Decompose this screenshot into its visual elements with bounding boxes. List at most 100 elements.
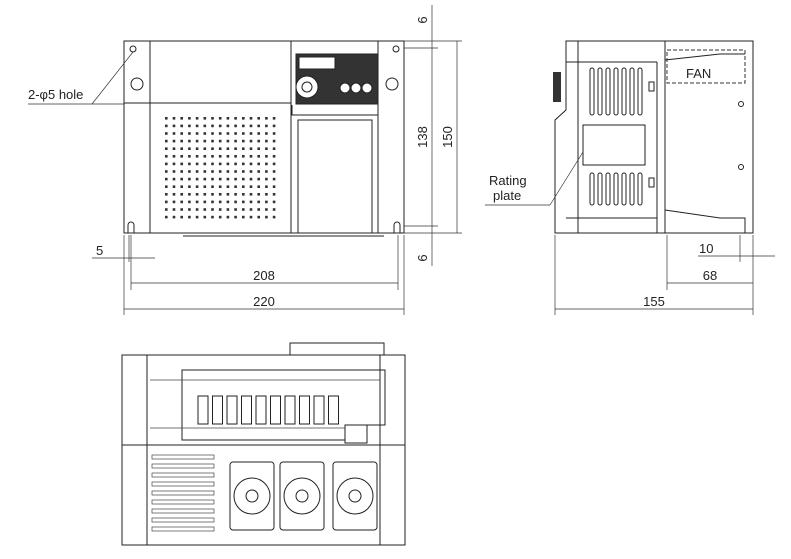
vent-hole <box>195 177 199 181</box>
vent-hole <box>180 124 183 128</box>
vent-hole <box>172 208 176 211</box>
vent-hole <box>265 208 268 211</box>
vent-hole <box>226 155 230 158</box>
terminal <box>226 395 238 425</box>
vent-hole <box>257 177 260 181</box>
vent-hole <box>234 215 237 219</box>
side-view: FAN Rating plate <box>485 40 754 234</box>
vent-hole <box>188 124 191 128</box>
vent-hole <box>180 117 183 120</box>
vent-hole <box>249 139 253 143</box>
dim-width: 220 <box>253 294 275 309</box>
vent-hole <box>272 200 276 204</box>
vent-hole <box>242 177 245 181</box>
vent-hole <box>226 117 230 120</box>
vent-hole <box>203 155 207 158</box>
vent-hole <box>234 117 237 120</box>
vent-hole <box>218 215 222 219</box>
vent-hole <box>203 177 207 181</box>
vent-slat <box>151 481 215 487</box>
vent-hole <box>242 155 245 158</box>
vent-hole <box>226 170 230 173</box>
vent-hole <box>211 155 214 158</box>
vent-hole <box>242 162 245 166</box>
vent-hole <box>180 162 183 166</box>
vent-hole <box>265 147 268 150</box>
vent-hole <box>242 208 245 211</box>
vent-hole <box>180 200 183 204</box>
vent-hole <box>249 177 253 181</box>
fan <box>229 461 275 531</box>
hole-label: 2-φ5 hole <box>28 87 83 102</box>
vent-hole <box>257 215 260 219</box>
vent-hole <box>180 139 183 143</box>
vent-hole <box>257 155 260 158</box>
vent-hole <box>226 193 230 196</box>
vent-hole <box>203 200 207 204</box>
terminal <box>270 395 281 425</box>
vent-hole <box>188 162 191 166</box>
vent-hole <box>234 162 237 166</box>
vent-hole <box>195 185 199 188</box>
side-dimensions: 10 68 155 <box>554 235 775 315</box>
fan-hub <box>295 489 309 503</box>
vent-hole <box>257 139 260 143</box>
vent-hole <box>234 147 237 150</box>
vent-slat <box>151 454 215 460</box>
vent-hole <box>172 117 176 120</box>
terminal <box>299 395 310 425</box>
vent-hole <box>165 208 168 211</box>
vent-slat <box>151 490 215 496</box>
vent-hole <box>195 139 199 143</box>
vent-hole <box>203 117 207 120</box>
vent-hole <box>188 208 191 211</box>
vent-hole <box>172 162 176 166</box>
vent-hole <box>195 215 199 219</box>
vent-hole <box>203 215 207 219</box>
vent-hole <box>218 124 222 128</box>
terminal <box>328 395 339 425</box>
vent-hole <box>272 185 276 188</box>
vent-hole <box>165 170 168 173</box>
vent-hole <box>188 147 191 150</box>
vent-hole <box>218 193 222 196</box>
vent-slot <box>605 172 611 206</box>
fan <box>279 461 325 531</box>
vent-hole <box>257 170 260 173</box>
vent-hole <box>257 124 260 128</box>
vent-hole <box>272 177 276 181</box>
side-vent-slots <box>589 67 643 206</box>
vent-hole <box>234 185 237 188</box>
vent-hole <box>265 155 268 158</box>
vent-hole <box>257 132 260 135</box>
vent-hole <box>242 139 245 143</box>
bottom-vent-slats <box>151 454 215 532</box>
rating-plate-label-2: plate <box>493 188 521 203</box>
terminal <box>313 395 325 425</box>
vent-hole <box>180 193 183 196</box>
vent-hole <box>211 170 214 173</box>
vent-hole <box>234 200 237 204</box>
vent-hole <box>211 139 214 143</box>
vent-hole <box>180 170 183 173</box>
fan-blade-circle <box>336 477 374 515</box>
vent-hole <box>180 147 183 150</box>
vent-hole <box>272 139 276 143</box>
vent-hole <box>165 193 168 196</box>
vent-hole <box>188 139 191 143</box>
front-view <box>123 40 405 237</box>
vent-hole <box>226 215 230 219</box>
vent-hole <box>203 139 207 143</box>
vent-hole <box>257 200 260 204</box>
vent-hole <box>211 177 214 181</box>
dim-hole-pitch-v: 138 <box>415 126 430 148</box>
vent-hole <box>211 132 214 135</box>
vent-hole <box>265 185 268 188</box>
vent-hole <box>172 124 176 128</box>
vent-hole <box>242 132 245 135</box>
vent-hole <box>226 124 230 128</box>
terminal-block <box>197 395 339 425</box>
vent-hole <box>180 155 183 158</box>
vent-hole <box>265 193 268 196</box>
vent-hole <box>188 132 191 135</box>
